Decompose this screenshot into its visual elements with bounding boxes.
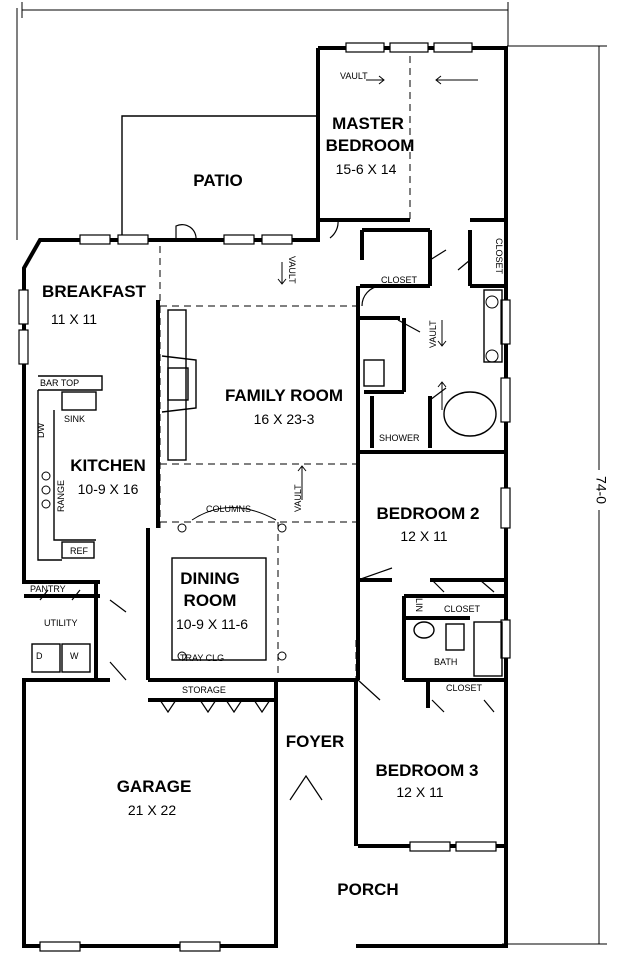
annotation-labels: VAULT VAULT VAULT VAULT CLOSET CLOSET SH…	[30, 71, 504, 695]
closet-label-master-2: CLOSET	[494, 238, 504, 275]
closet-label-bed3: CLOSET	[446, 683, 483, 693]
washer-dryer	[31, 643, 91, 673]
kitchen-counters	[37, 375, 103, 561]
dining-room-name-1: DINING	[180, 569, 240, 588]
columns	[177, 507, 287, 661]
depth-dimension: 74-0	[593, 476, 609, 504]
master-bedroom-name-1: MASTER	[332, 114, 404, 133]
bedroom-3-name: BEDROOM 3	[376, 761, 479, 780]
foyer-name: FOYER	[286, 732, 345, 751]
tray-ceiling	[171, 557, 267, 661]
dining-room-size: 10-9 X 11-6	[176, 616, 248, 632]
bar-top-label: BAR TOP	[40, 378, 79, 388]
vault-label-bath: VAULT	[428, 320, 438, 348]
shower-label: SHOWER	[379, 433, 420, 443]
porch-name: PORCH	[337, 880, 398, 899]
vault-label-family: VAULT	[287, 256, 297, 284]
ref-label: REF	[70, 546, 89, 556]
pantry-label: PANTRY	[30, 584, 66, 594]
washer-label: W	[70, 651, 79, 661]
garage-name: GARAGE	[117, 777, 192, 796]
windows	[18, 42, 511, 952]
bedroom-3-size: 12 X 11	[396, 784, 443, 800]
vault-label-master: VAULT	[340, 71, 368, 81]
interior-walls	[24, 218, 506, 848]
closet-label-master: CLOSET	[381, 275, 418, 285]
closet-label-bed2: CLOSET	[444, 604, 481, 614]
garage-size: 21 X 22	[128, 802, 176, 818]
room-labels: MASTER BEDROOM 15-6 X 14 PATIO BREAKFAST…	[42, 114, 479, 899]
patio-outline	[121, 115, 318, 240]
kitchen-name: KITCHEN	[70, 456, 146, 475]
tray-clg-label: TRAY CLG	[180, 653, 224, 663]
dw-label: DW	[36, 423, 46, 438]
bath-label: BATH	[434, 657, 457, 667]
bedroom-2-name: BEDROOM 2	[377, 504, 480, 523]
vault-label-dining: VAULT	[293, 484, 303, 512]
storage-label: STORAGE	[182, 685, 226, 695]
exterior-walls	[22, 46, 508, 948]
lin-label: LIN	[414, 598, 424, 612]
family-room-size: 16 X 23-3	[254, 411, 315, 427]
utility-label: UTILITY	[44, 618, 78, 628]
breakfast-name: BREAKFAST	[42, 282, 147, 301]
dashed-dividers	[159, 56, 411, 680]
fireplace	[161, 309, 197, 461]
depth-dimension-gap	[590, 470, 608, 510]
patio-name: PATIO	[193, 171, 242, 190]
master-bedroom-name-2: BEDROOM	[326, 136, 415, 155]
columns-label: COLUMNS	[206, 504, 251, 514]
sink-label: SINK	[64, 414, 85, 424]
doors	[39, 219, 495, 801]
vault-arrows	[277, 75, 478, 500]
bedroom-2-size: 12 X 11	[400, 528, 447, 544]
master-bedroom-size: 15-6 X 14	[336, 161, 397, 177]
kitchen-size: 10-9 X 16	[78, 481, 139, 497]
range-label: RANGE	[56, 480, 66, 512]
bath-fixtures	[363, 289, 503, 677]
breakfast-size: 11 X 11	[51, 311, 97, 327]
family-room-name: FAMILY ROOM	[225, 386, 343, 405]
dining-room-name-2: ROOM	[184, 591, 237, 610]
dryer-label: D	[36, 651, 43, 661]
